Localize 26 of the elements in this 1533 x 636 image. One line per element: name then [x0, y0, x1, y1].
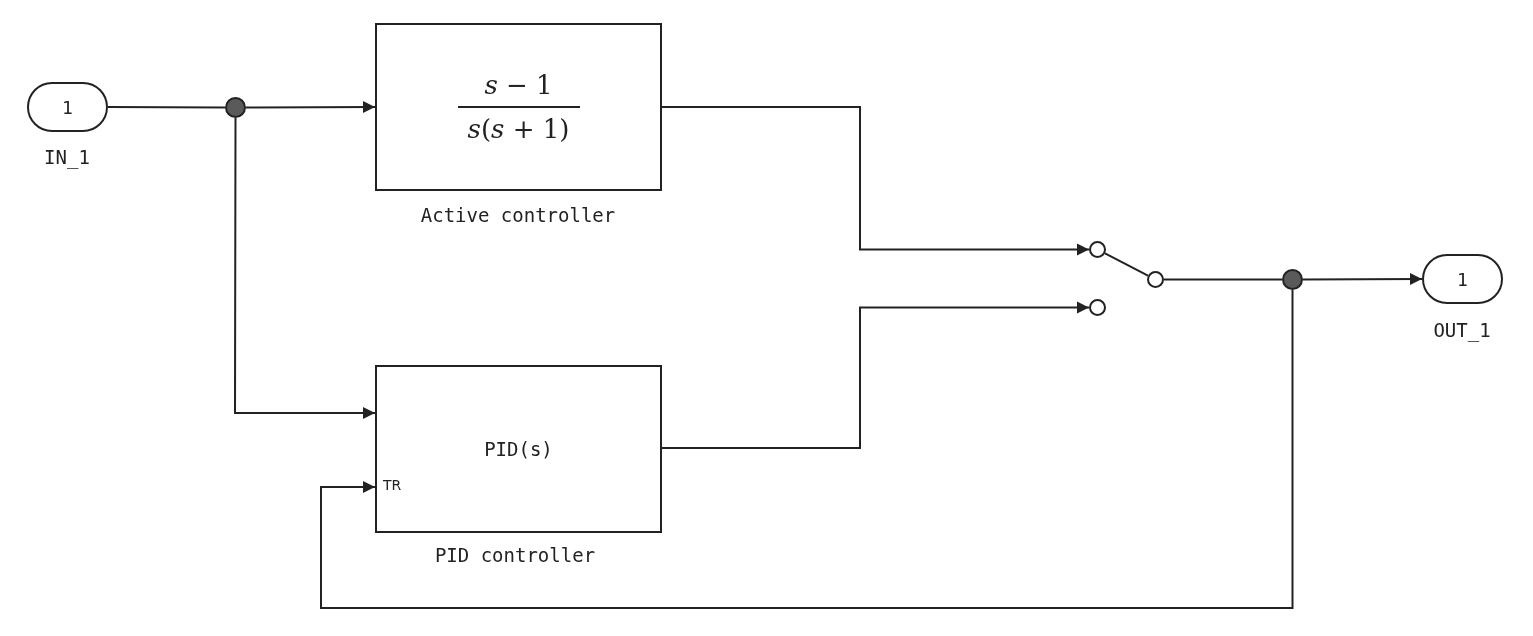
signal-arrow [661, 106, 1090, 256]
junction-dot [225, 97, 246, 118]
block-label: PID controller [434, 544, 596, 566]
signal-arrow [661, 301, 1090, 449]
junction-dot [1282, 269, 1303, 290]
block-text: PID(s) [484, 438, 553, 460]
signal-line [1104, 252, 1149, 277]
signal-arrow [1302, 273, 1423, 286]
block-label: OUT_1 [1433, 319, 1491, 341]
port-block: 1 [27, 82, 108, 132]
signal-arrow [320, 289, 1294, 609]
controller-block [375, 365, 662, 533]
switch-contact [1089, 241, 1106, 258]
numerator: s − 1 [457, 70, 580, 108]
switch-contact [1147, 271, 1164, 288]
denominator: s(s + 1) [467, 113, 570, 144]
signal-line [1163, 278, 1283, 281]
signal-arrow [245, 101, 376, 114]
switch-contact [1089, 299, 1106, 316]
transfer-function-block [375, 23, 662, 191]
block-label: Active controller [420, 204, 616, 226]
block-label: IN_1 [44, 146, 90, 168]
signal-arrow [234, 117, 376, 419]
signal-line [107, 106, 226, 109]
port-block: 1 [1422, 254, 1503, 304]
port-label: TR [383, 477, 402, 493]
